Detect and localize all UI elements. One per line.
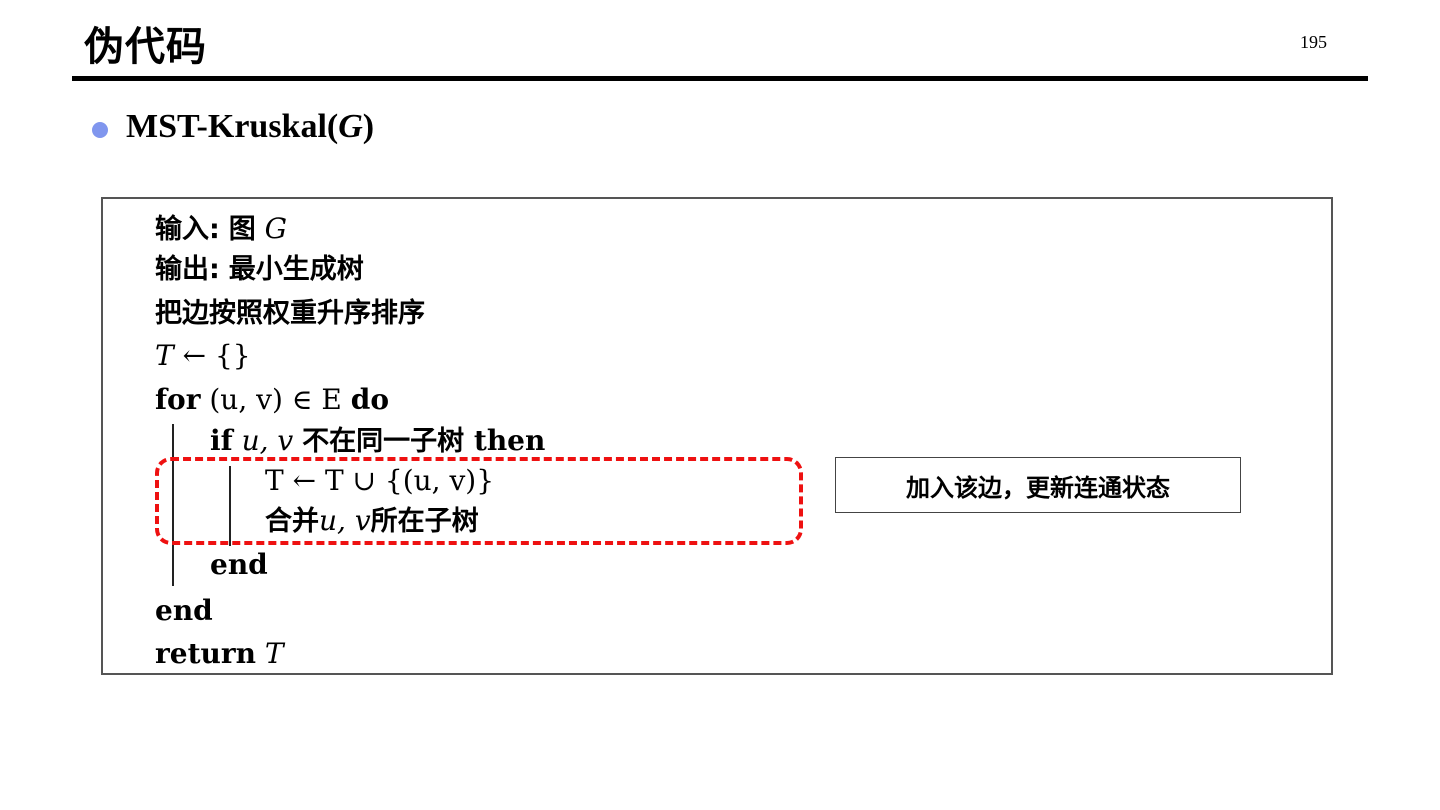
bullet-text: MST-Kruskal(G)	[126, 108, 375, 145]
annotation-box: 加入该边，更新连通状态	[835, 457, 1241, 513]
algo-line-for: for (u, v) ∈ E do	[155, 383, 390, 416]
algo-line-init: T ← {}	[155, 339, 251, 372]
algo-line-sort: 把边按照权重升序排序	[155, 298, 425, 329]
algo-line-if: if u, v 不在同一子树 then	[210, 424, 546, 457]
algo-line-end-outer: end	[155, 594, 213, 627]
bullet-dot-icon	[92, 122, 108, 138]
algorithm-box	[101, 197, 1333, 675]
if-block-bar	[229, 466, 231, 546]
algo-line-union: T ← T ∪ {(u, v)}	[265, 464, 495, 497]
algo-line-return: return T	[155, 637, 284, 670]
algo-line-end-inner: end	[210, 548, 268, 581]
highlight-dashed-box	[155, 457, 803, 545]
algo-line-output: 输出: 最小生成树	[155, 254, 364, 285]
algo-line-merge: 合并u, v所在子树	[265, 504, 479, 537]
title-rule	[72, 76, 1368, 81]
bullet-item: MST-Kruskal(G)	[92, 108, 374, 146]
page-number: 195	[1300, 32, 1327, 52]
algo-line-input: 输入: 图 G	[155, 212, 287, 245]
annotation-text: 加入该边，更新连通状态	[906, 473, 1170, 502]
for-block-bar	[172, 424, 174, 586]
slide-title: 伪代码	[84, 24, 207, 70]
